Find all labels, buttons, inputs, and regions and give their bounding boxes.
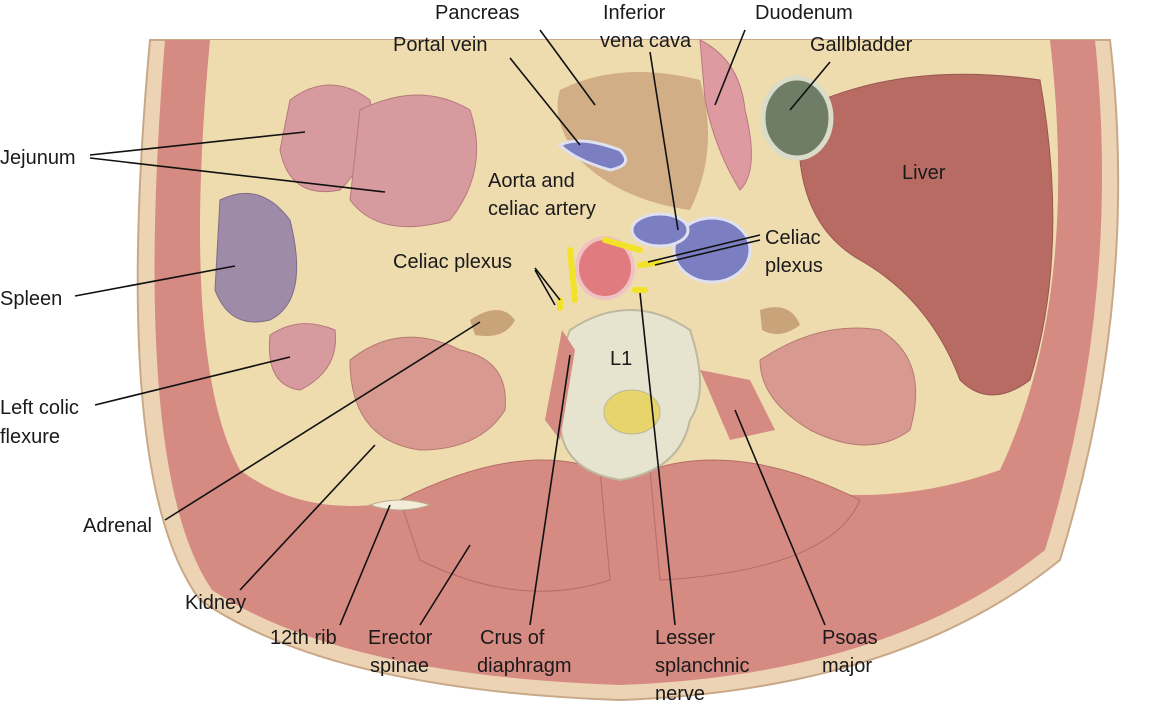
spleen [214,192,298,323]
label-duodenum: Duodenum [755,2,853,24]
leader-lines [74,29,831,626]
celiac-plexus [557,237,663,311]
erector-spinae-muscle [399,459,611,592]
liver [798,73,1054,396]
portal-vein [557,139,628,172]
label-portal-vein: Portal vein [393,34,488,56]
erector-spinae-muscle-right [649,459,861,581]
kidney-left [349,336,506,451]
kidney-right [759,327,917,446]
duodenum [699,39,752,191]
pancreas [557,72,708,210]
ivc [672,216,752,284]
label-jejunum: Jejunum [0,147,76,169]
adrenal-right [760,307,800,334]
label-pancreas: Pancreas [435,2,520,24]
label-spleen: Spleen [0,288,62,310]
label-l1: L1 [610,348,632,370]
left-colic-flexure [268,323,337,391]
crus-of-diaphragm [545,330,775,440]
gallbladder [760,75,834,161]
label-12th-rib: 12th rib [270,627,337,649]
label-adrenal: Adrenal [83,515,152,537]
jejunum-loop-2 [349,94,478,228]
vein-small [630,212,690,248]
label-kidney: Kidney [185,592,246,614]
label-liver: Liver [902,162,946,184]
label-gallbladder: Gallbladder [810,34,913,56]
spinal-cord [603,389,661,435]
adrenal-left [470,310,515,336]
label-celiac-plexus-left: Celiac plexus [393,251,512,273]
